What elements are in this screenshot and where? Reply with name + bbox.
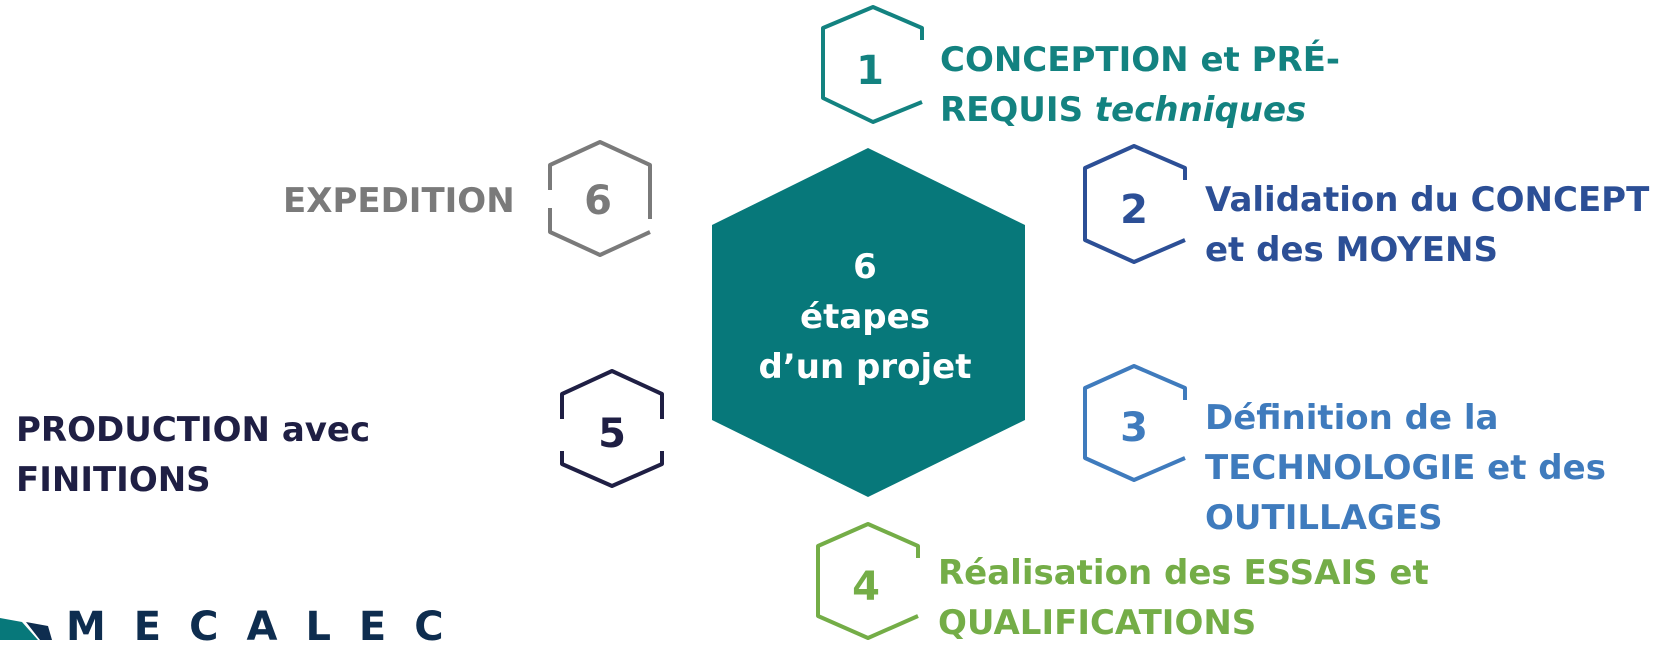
hexagon-outline-icon — [816, 522, 920, 596]
hexagon-step-5 — [560, 369, 664, 488]
center-line3: d’un projet — [758, 347, 972, 387]
step-3-line1: Définition de la — [1205, 398, 1499, 438]
step-2-number: 2 — [1120, 187, 1148, 233]
step-1-line2-main: REQUIS — [940, 90, 1095, 130]
hexagon-outline-icon — [1083, 438, 1186, 482]
hexagon-outline-icon — [548, 140, 652, 219]
step-4-line2: QUALIFICATIONS — [938, 603, 1257, 643]
hexagon-step-4 — [816, 522, 920, 640]
hexagon-outline-icon — [560, 451, 664, 488]
hexagon-outline-icon — [1083, 144, 1187, 220]
step-2-label: Validation du CONCEPT et des MOYENS — [1205, 175, 1649, 275]
step-2-line2: et des MOYENS — [1205, 230, 1498, 270]
step-6-label: EXPEDITION — [283, 176, 515, 226]
logo-chevron-left — [0, 618, 38, 640]
hexagon-step-6 — [548, 140, 652, 257]
step-6-number: 6 — [584, 178, 612, 224]
center-line1: 6 — [853, 247, 877, 287]
step-3-line2: TECHNOLOGIE et des — [1205, 448, 1606, 488]
hexagon-outline-icon — [548, 208, 651, 257]
logo-wordmark: MECALEC — [66, 604, 472, 650]
hexagon-outline-icon — [816, 596, 919, 640]
step-5-number: 5 — [598, 411, 626, 457]
center-title: 6 étapes d’un projet — [710, 242, 1020, 392]
step-3-number: 3 — [1120, 405, 1148, 451]
hexagon-outline-icon — [1083, 364, 1187, 438]
step-4-number: 4 — [852, 564, 880, 610]
hexagon-outline-icon — [1083, 220, 1186, 264]
step-1-label: CONCEPTION et PRÉ- REQUIS techniques — [940, 35, 1340, 135]
step-4-label: Réalisation des ESSAIS et QUALIFICATIONS — [938, 548, 1429, 648]
step-3-label: Définition de la TECHNOLOGIE et des OUTI… — [1205, 393, 1606, 543]
step-2-line1: Validation du CONCEPT — [1205, 180, 1650, 220]
step-3-line3: OUTILLAGES — [1205, 498, 1443, 538]
hexagon-outline-icon — [560, 369, 664, 419]
logo-chevron-right — [26, 622, 52, 640]
hexagon-outline-icon — [821, 78, 923, 124]
company-logo: MECALEC — [0, 607, 472, 647]
step-6-line1: EXPEDITION — [283, 181, 515, 221]
step-1-number: 1 — [856, 48, 884, 94]
step-1-line1: CONCEPTION et PRÉ- — [940, 40, 1341, 80]
step-5-label: PRODUCTION avec FINITIONS — [16, 405, 370, 505]
step-1-line2: REQUIS techniques — [940, 85, 1340, 135]
step-4-line1: Réalisation des ESSAIS et — [938, 553, 1429, 593]
center-line2: étapes — [800, 297, 930, 337]
hexagon-step-3 — [1083, 364, 1187, 482]
hexagon-step-2 — [1083, 144, 1187, 264]
chevron-logo-icon — [0, 618, 52, 640]
step-1-line2-italic: techniques — [1094, 90, 1307, 130]
center-hexagon — [712, 148, 1025, 497]
step-5-line1: PRODUCTION avec — [16, 410, 371, 450]
hexagon-step-1 — [821, 5, 924, 124]
hexagon-outline-icon — [821, 5, 924, 78]
step-5-line2: FINITIONS — [16, 460, 211, 500]
